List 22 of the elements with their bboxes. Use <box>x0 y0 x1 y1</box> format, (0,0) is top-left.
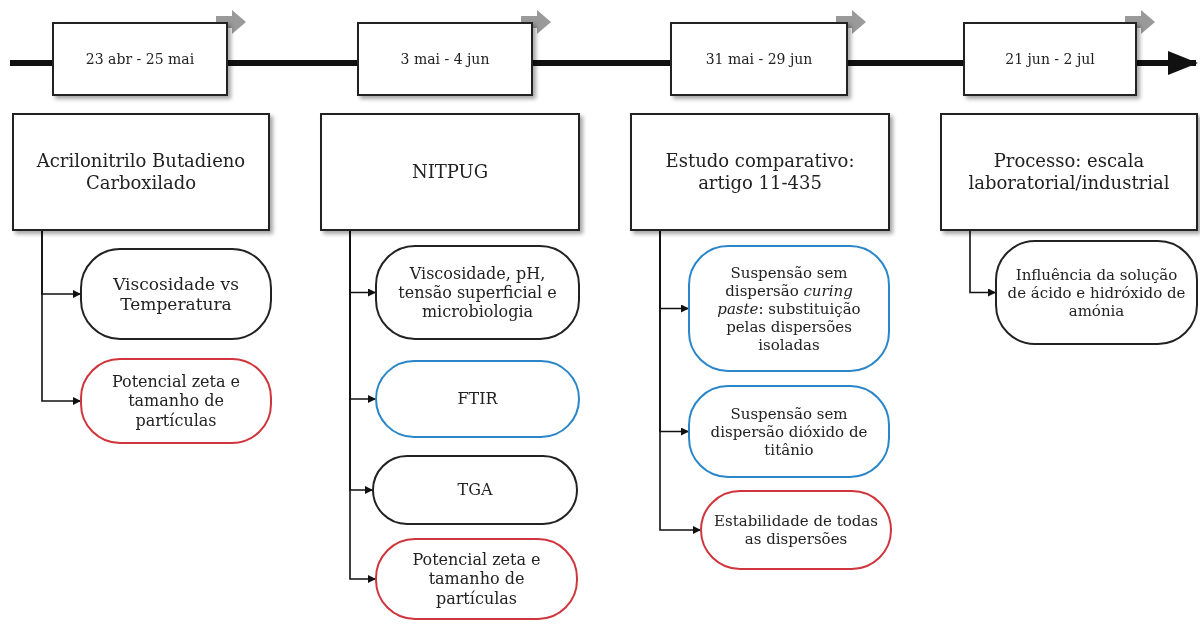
topic-box: Estudo comparativo: artigo 11-435 <box>630 113 890 231</box>
task-box: TGA <box>372 455 578 525</box>
task-box: Suspensão sem dispersão curing paste: substituição pelas dispersões isoladas <box>688 245 890 372</box>
date-box: 23 abr - 25 mai <box>52 22 228 96</box>
topic-box: NITPUG <box>320 113 580 231</box>
task-box: Suspensão sem dispersão dióxido de titânio <box>688 385 890 478</box>
date-box: 31 mai - 29 jun <box>670 22 848 96</box>
task-box: Potencial zeta e tamanho de partículas <box>80 358 272 444</box>
task-box: Estabilidade de todas as dispersões <box>700 490 892 570</box>
date-box: 21 jun - 2 jul <box>963 22 1137 96</box>
arrow <box>969 230 996 297</box>
task-box: FTIR <box>375 360 580 438</box>
arrow <box>41 230 81 405</box>
task-box: Influência da solução de ácido e hidróxido de amónia <box>995 240 1198 345</box>
topic-box: Processo: escala laboratorial/industrial <box>940 113 1198 231</box>
timeline-arrow <box>1137 51 1198 75</box>
task-box: Viscosidade vs Temperatura <box>80 248 272 340</box>
topic-box: Acrilonitrilo Butadieno Carboxilado <box>12 113 270 231</box>
arrow <box>659 230 701 534</box>
task-box: Viscosidade, pH, tensão superficial e microbiologia <box>375 245 580 340</box>
task-box: Potencial zeta e tamanho de partículas <box>375 538 578 620</box>
date-box: 3 mai - 4 jun <box>357 22 533 96</box>
